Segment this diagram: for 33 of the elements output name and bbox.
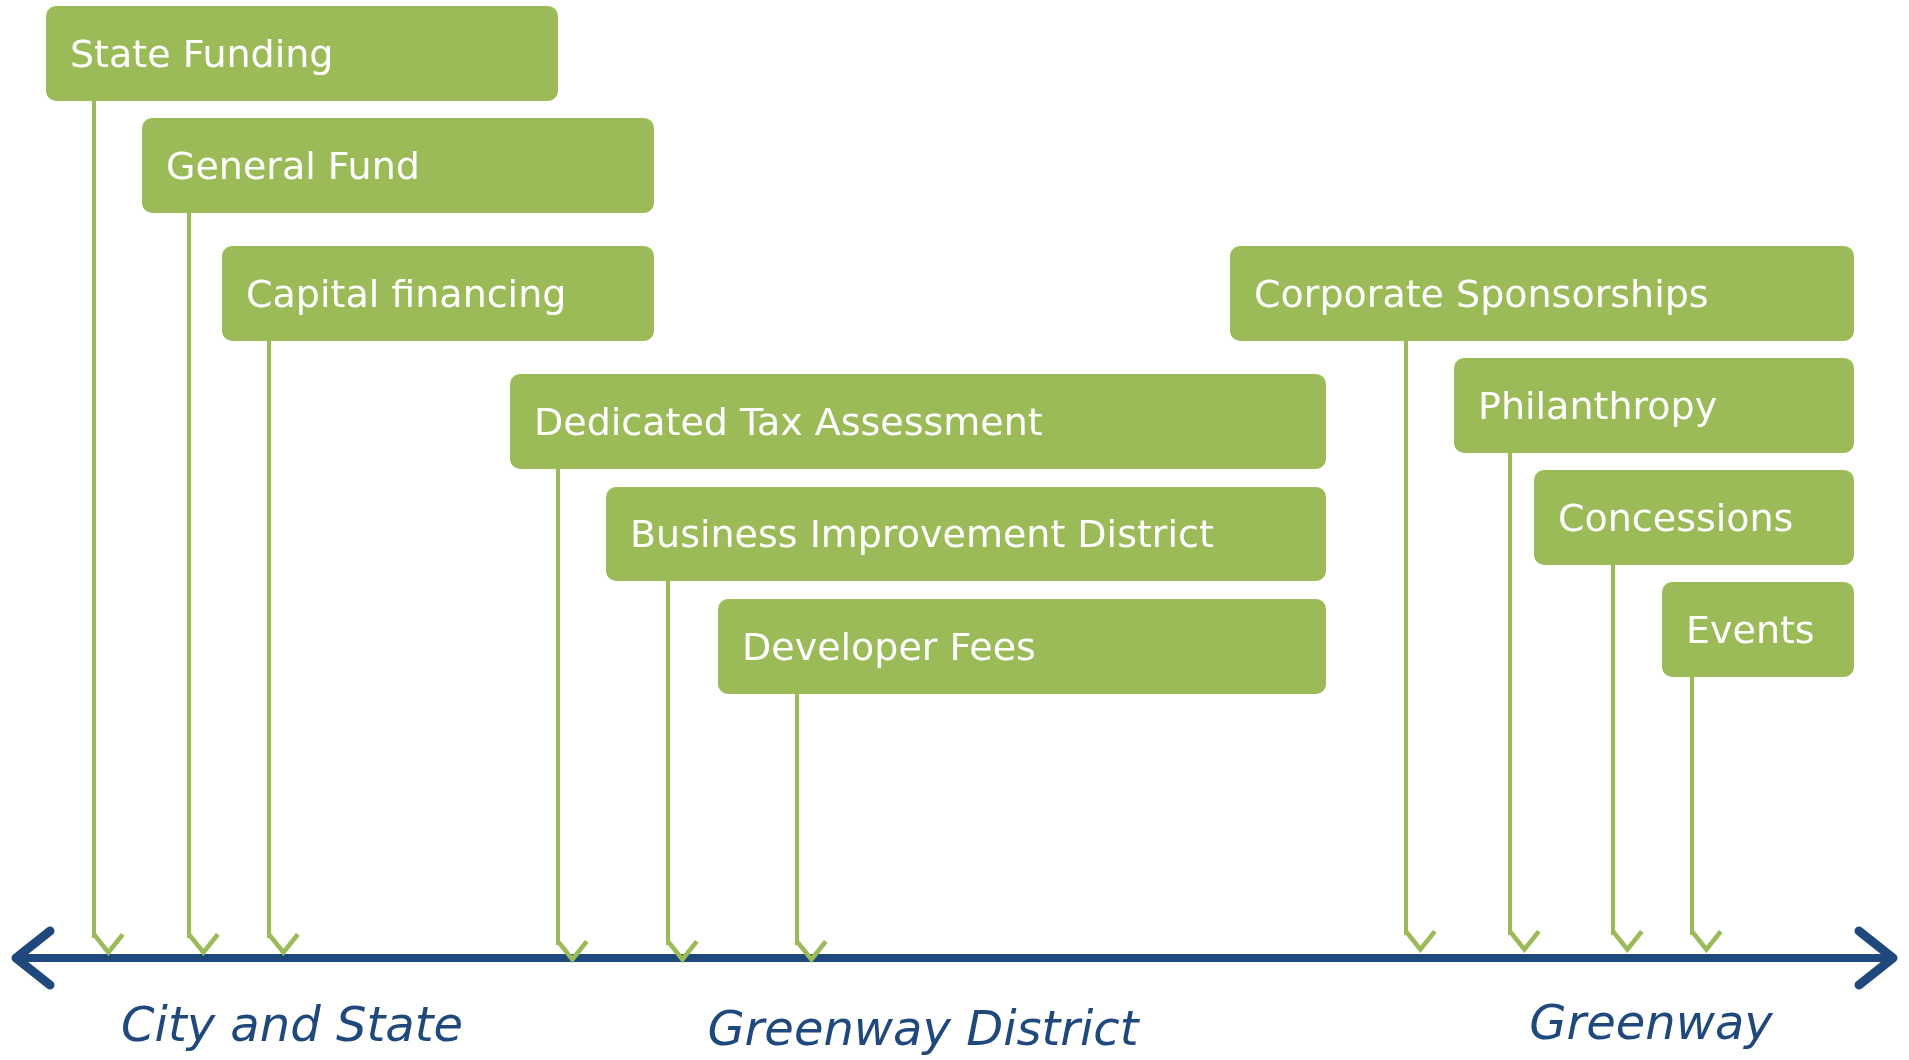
box-label: Dedicated Tax Assessment: [534, 399, 1043, 444]
arrow: [1689, 677, 1724, 952]
funding-source-box: [46, 6, 558, 101]
arrow: [1610, 565, 1645, 952]
box-label: Events: [1686, 607, 1815, 652]
arrow: [1507, 453, 1542, 952]
arrow: [91, 101, 126, 955]
box-label: Philanthropy: [1478, 383, 1718, 428]
axis-category-label: City and State: [121, 996, 463, 1052]
box-label: Corporate Sponsorships: [1254, 271, 1709, 316]
arrow: [266, 341, 301, 955]
funding-source-box: [142, 118, 654, 213]
funding-source-box: [1534, 470, 1854, 565]
arrow: [555, 469, 590, 962]
box-label: Concessions: [1558, 495, 1794, 540]
arrow: [665, 581, 700, 962]
box-label: Capital financing: [246, 271, 567, 316]
funding-source-box: [718, 599, 1326, 694]
box-label: State Funding: [70, 31, 334, 76]
arrow: [186, 213, 221, 955]
funding-source-box: [510, 374, 1326, 469]
funding-source-box: [606, 487, 1326, 581]
funding-source-box: [1230, 246, 1854, 341]
arrow: [1403, 341, 1438, 952]
axis-category-label: Greenway: [1529, 994, 1773, 1050]
arrow: [794, 694, 829, 962]
box-label: Developer Fees: [742, 624, 1036, 669]
funding-source-box: [1454, 358, 1854, 453]
funding-source-box: [222, 246, 654, 341]
box-label: General Fund: [166, 143, 420, 188]
axis-category-label: Greenway District: [707, 1000, 1139, 1056]
funding-source-box: [1662, 582, 1854, 677]
box-label: Business Improvement District: [630, 512, 1214, 556]
